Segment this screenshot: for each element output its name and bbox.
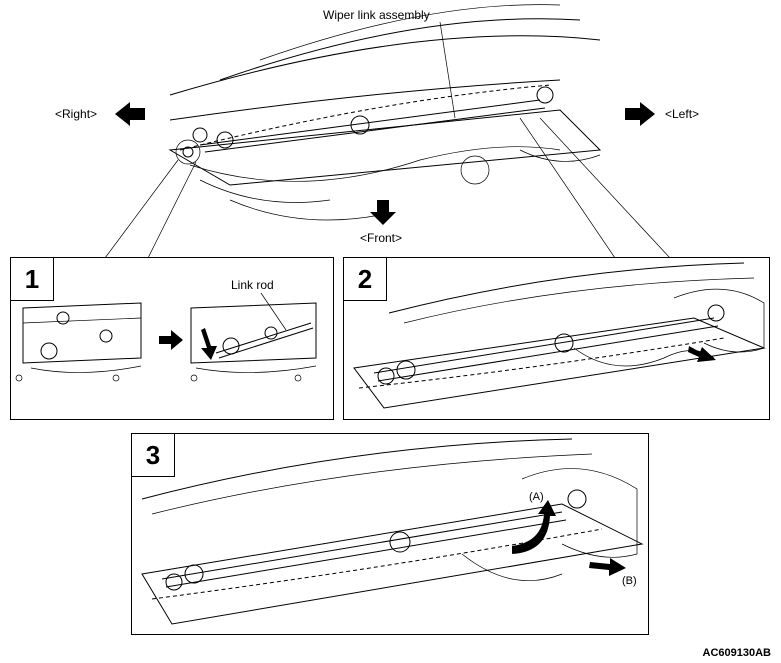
motion-a-label: (A) <box>529 491 544 503</box>
front-direction-label: <Front> <box>360 231 403 245</box>
step-3-panel: 3 (A) (B) <box>131 433 649 635</box>
figure-code: AC609130AB <box>702 647 771 659</box>
link-rod-callout: Link rod <box>231 278 274 292</box>
step-1-illustration <box>15 292 317 382</box>
wiper-link-assembly-callout: Wiper link assembly <box>323 8 430 22</box>
step-2-panel: 2 <box>343 257 770 420</box>
right-direction-label: <Right> <box>55 107 98 121</box>
motion-b-label: (B) <box>622 575 637 587</box>
left-direction-label: <Left> <box>665 107 700 121</box>
step-3-number: 3 <box>131 433 175 477</box>
step-2-illustration <box>353 262 766 409</box>
step-1-number: 1 <box>10 257 54 301</box>
step-2-number: 2 <box>343 257 387 301</box>
step-3-illustration <box>141 438 644 625</box>
step-1-panel: 1 Link rod <box>10 257 334 420</box>
